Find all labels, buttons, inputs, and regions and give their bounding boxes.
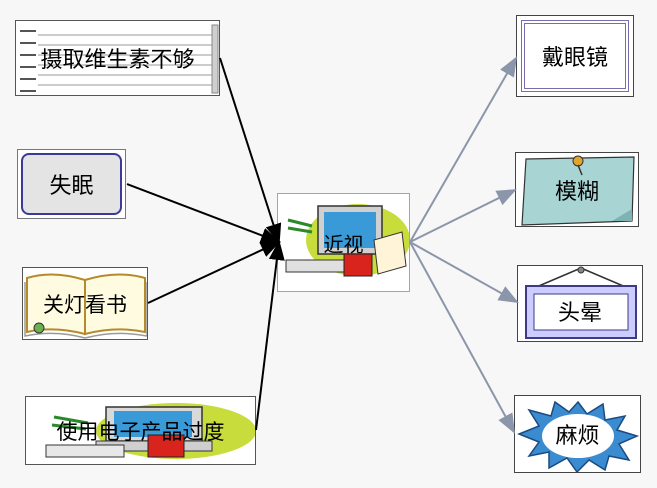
- effect-arrow: [409, 189, 517, 243]
- computer-icon: [285, 204, 409, 277]
- computer-icon: [45, 403, 255, 459]
- cause-box-insomnia: 失眠: [17, 149, 126, 219]
- spiral-notepad-icon: [16, 21, 219, 95]
- effect-arrow: [409, 241, 519, 303]
- cause-box-reading: 关灯看书: [22, 267, 148, 340]
- effect-arrow: [409, 241, 515, 434]
- hanging-frame-icon: [525, 266, 637, 339]
- center-node: 近视: [277, 193, 410, 292]
- open-book-icon: [24, 273, 147, 339]
- burst-shape-icon: [516, 400, 640, 472]
- effect-arrow: [409, 56, 517, 243]
- effect-label: 头晕: [557, 301, 602, 326]
- effect-box-trouble: 麻烦: [514, 395, 641, 473]
- cause-box-electronics: 使用电子产品过度: [25, 396, 256, 465]
- effect-box-dizzy: 头晕: [517, 265, 643, 342]
- effect-label: 模糊: [554, 179, 599, 205]
- cause-arrow: [255, 240, 285, 431]
- cause-box-vitamin: 摄取维生素不够: [15, 20, 220, 96]
- effect-box-glasses: 戴眼镜: [516, 15, 634, 97]
- cause-label: 关灯看书: [43, 292, 127, 317]
- center-label: 近视: [323, 232, 364, 256]
- effect-box-blurry: 模糊: [515, 152, 639, 227]
- purple-frame: [521, 20, 629, 92]
- effect-label: 戴眼镜: [541, 46, 608, 71]
- cause-label: 使用电子产品过度: [56, 419, 225, 444]
- cause-arrow: [126, 183, 281, 244]
- cause-label: 失眠: [49, 174, 94, 199]
- pinned-note-icon: [521, 155, 635, 226]
- cause-arrow: [147, 241, 281, 304]
- insomnia-shape: [21, 153, 122, 215]
- cause-arrow: [219, 57, 282, 244]
- cause-label: 摄取维生素不够: [40, 48, 195, 73]
- effect-label: 麻烦: [555, 424, 600, 449]
